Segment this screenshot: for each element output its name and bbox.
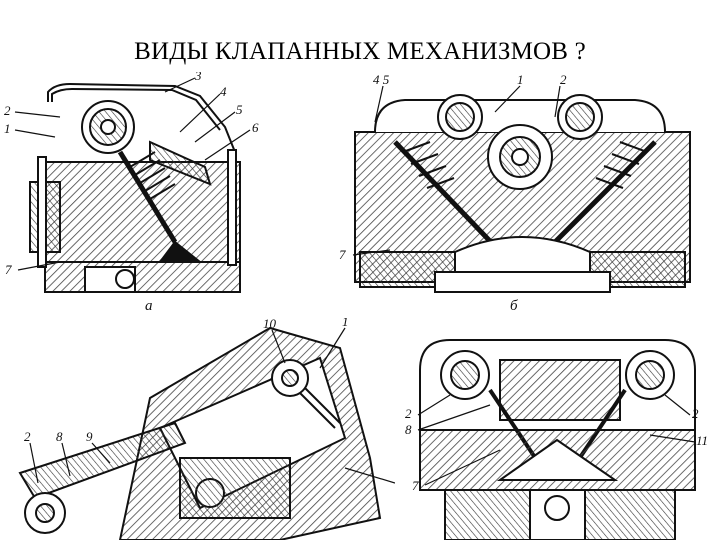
leader-a-2 — [14, 111, 61, 118]
leader-c-10 — [271, 329, 286, 364]
callout-c-9: 9 — [86, 429, 93, 444]
callout-b-45: 4 5 — [373, 72, 390, 87]
callout-b-2: 2 — [560, 72, 567, 87]
callout-c-2: 2 — [24, 429, 31, 444]
callout-d-2-left: 2 — [405, 406, 412, 421]
leader-c-9 — [91, 442, 111, 464]
callout-d-11: 11 — [696, 433, 708, 448]
leader-d-11 — [649, 434, 696, 443]
leader-d-8 — [417, 404, 491, 431]
leader-b-2 — [554, 85, 561, 118]
leader-c-2 — [29, 442, 39, 484]
leader-a-7 — [17, 261, 61, 271]
leader-d-2r — [664, 394, 691, 416]
leader-b-1 — [494, 85, 521, 113]
leader-b-7 — [352, 249, 391, 256]
callout-a-2: 2 — [4, 103, 11, 118]
callout-b-7: 7 — [339, 247, 346, 262]
leader-c-7 — [344, 467, 395, 484]
caption-a: а — [145, 298, 153, 314]
callout-d-8: 8 — [405, 422, 412, 437]
leader-a-5 — [194, 111, 236, 143]
callout-c-10: 10 — [263, 318, 277, 331]
callout-a-5: 5 — [236, 102, 243, 117]
figure-d-twin-cam-pentroof: 2 8 2 11 7 — [405, 339, 708, 540]
leader-c-8 — [61, 442, 71, 477]
callout-a-7: 7 — [5, 262, 12, 277]
callout-a-4: 4 — [220, 84, 227, 99]
figure-b-dual-cam-head: 4 5 1 2 7 б — [339, 72, 691, 314]
leader-d-7 — [424, 449, 501, 486]
callout-d-7: 7 — [412, 478, 419, 493]
figure-a-single-cam-head: 2 1 3 4 5 6 7 а — [4, 72, 259, 314]
callout-c-1: 1 — [342, 318, 349, 329]
leader-b-45 — [374, 85, 384, 123]
leader-a-1 — [14, 129, 56, 138]
leader-a-6 — [204, 129, 251, 161]
callout-a-1: 1 — [4, 121, 11, 136]
caption-b: б — [510, 298, 518, 314]
leader-a-3 — [164, 77, 196, 93]
callout-b-1: 1 — [517, 72, 524, 87]
callout-a-6: 6 — [252, 120, 259, 135]
slide-title: ВИДЫ КЛАПАННЫХ МЕХАНИЗМОВ ? — [134, 38, 586, 65]
callout-d-2-right: 2 — [692, 406, 699, 421]
figure-c-cutaway-block: 10 1 2 8 9 — [18, 318, 395, 540]
callout-c-8: 8 — [56, 429, 63, 444]
leader-d-2l — [417, 394, 451, 416]
leader-a-4 — [179, 93, 221, 133]
leader-c-1 — [319, 327, 346, 369]
callout-a-3: 3 — [194, 72, 202, 83]
